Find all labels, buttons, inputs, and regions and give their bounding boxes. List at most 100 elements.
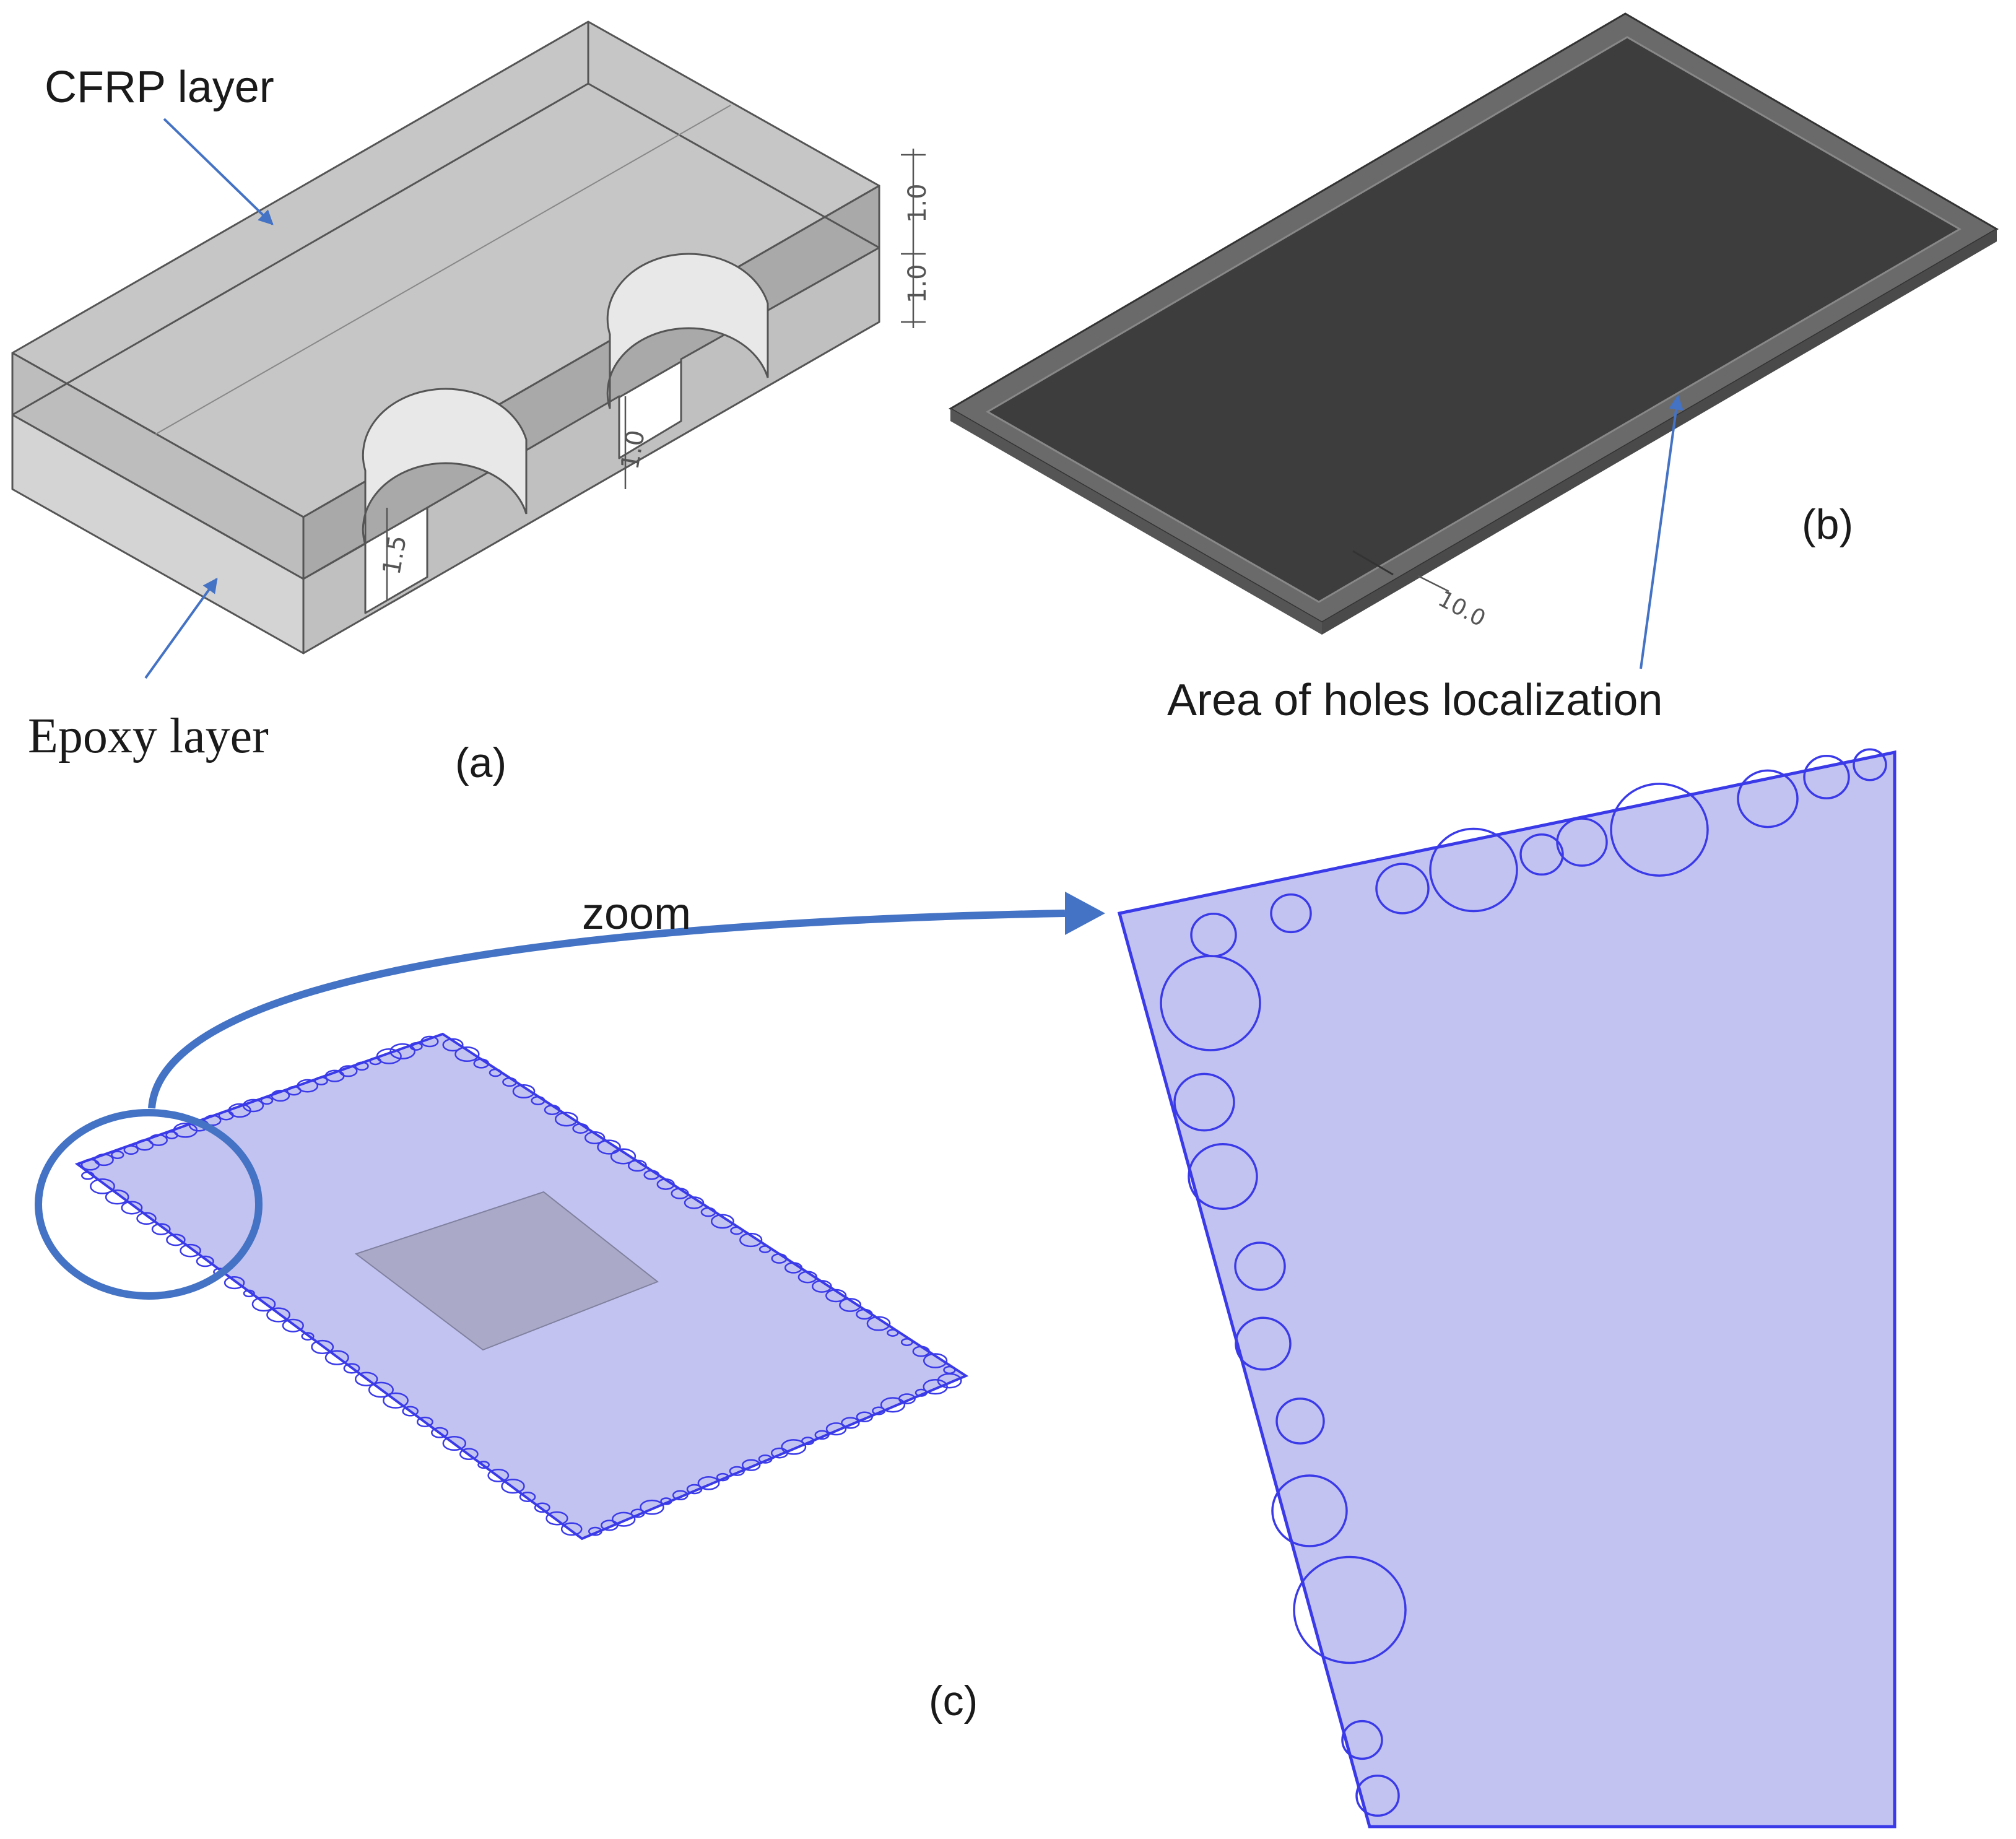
interface-back-line [12, 82, 589, 416]
small-edge-hole [180, 1243, 201, 1258]
small-edge-hole [149, 1134, 168, 1146]
zoomed-edge-hole [1235, 1316, 1292, 1371]
small-edge-hole [825, 1422, 847, 1436]
plate-dim-line [1352, 550, 1394, 576]
small-edge-hole [314, 1076, 328, 1085]
small-edge-hole [383, 1392, 409, 1409]
small-edge-hole [416, 1416, 433, 1427]
small-edge-hole [354, 1372, 378, 1386]
small-edge-hole [531, 1096, 545, 1105]
small-edge-hole [93, 1154, 114, 1167]
area-holes-label: Area of holes localization [1167, 676, 1662, 725]
small-edge-hole [260, 1096, 274, 1105]
panel-c-zoomed-region [1117, 748, 1897, 1828]
zoomed-edge-hole [1275, 1398, 1325, 1445]
panel-c-label: (c) [929, 1677, 978, 1724]
small-specimen-edge-holes [80, 1035, 962, 1536]
small-edge-hole [454, 1046, 480, 1063]
small-edge-hole [554, 1111, 578, 1127]
panel-a-dimensions [386, 149, 926, 601]
small-edge-hole [473, 1058, 490, 1069]
small-edge-hole [770, 1447, 788, 1459]
small-edge-hole [912, 1346, 930, 1357]
zoomed-edge-hole [1270, 893, 1312, 934]
zoomed-edge-hole [1519, 833, 1564, 876]
zoomed-edge-hole [1610, 783, 1709, 877]
dim-hole-text: 1.0 [616, 428, 651, 472]
zoomed-edge-hole [1173, 1072, 1235, 1132]
small-edge-hole [923, 1353, 948, 1368]
small-edge-hole [686, 1484, 703, 1495]
small-edge-hole [81, 1171, 95, 1180]
small-edge-hole [519, 1492, 536, 1502]
hole-1 [362, 388, 528, 546]
panel-b-label: (b) [1802, 501, 1853, 548]
dim-mid-text: 1.0 [903, 264, 932, 303]
small-edge-hole [442, 1435, 467, 1451]
cfrp-arrow [163, 118, 274, 225]
area-arrow [1640, 394, 1684, 669]
small-edge-hole [841, 1417, 860, 1429]
small-edge-hole [597, 1139, 621, 1155]
small-edge-hole [343, 1363, 360, 1374]
small-edge-hole [544, 1105, 561, 1115]
small-edge-hole [487, 1468, 510, 1482]
zoomed-edge-holes [1160, 748, 1887, 1817]
zoomed-edge-hole [1556, 817, 1608, 867]
small-edge-hole [684, 1196, 705, 1209]
zoomed-edge-hole [1429, 827, 1518, 913]
small-edge-hole [477, 1461, 490, 1469]
dim-top-text: 1.0 [903, 183, 932, 223]
small-edge-hole [611, 1511, 636, 1527]
panel-b-plate [949, 12, 1999, 635]
small-edge-hole [643, 1170, 660, 1180]
small-edge-hole [90, 1178, 115, 1194]
small-edge-hole [376, 1048, 402, 1064]
zoom-label: zoom [582, 889, 691, 939]
small-edge-hole [271, 1089, 290, 1102]
small-edge-hole [282, 1318, 304, 1333]
zoomed-edge-hole [1234, 1241, 1286, 1291]
small-edge-hole [758, 1454, 773, 1464]
small-edge-hole [758, 1245, 771, 1253]
epoxy-right-face [302, 246, 880, 654]
small-edge-hole [937, 1373, 962, 1389]
zoomed-edge-hole [1803, 755, 1850, 799]
small-edge-hole [166, 1233, 186, 1246]
small-edge-hole [710, 1214, 734, 1229]
small-edge-hole [784, 1262, 803, 1274]
zoomed-edge-hole [1188, 1143, 1258, 1210]
small-edge-hole [880, 1397, 906, 1413]
small-edge-hole [814, 1430, 830, 1440]
zoom-arrow-head [1065, 892, 1105, 935]
small-edge-hole [459, 1448, 479, 1461]
small-edge-hole [502, 1077, 518, 1087]
epoxy-layer-label: Epoxy layer [28, 709, 269, 763]
small-edge-hole [672, 1490, 689, 1501]
small-edge-hole [671, 1188, 689, 1199]
zoom-circle [35, 1109, 263, 1300]
dim-depth-text: 1.5 [378, 533, 412, 577]
plate-dim-text: 10.0 [1434, 586, 1490, 632]
plate-inner-area [986, 36, 1962, 603]
small-edge-hole [856, 1411, 873, 1423]
interface-side-line [588, 82, 880, 249]
small-edge-hole [856, 1308, 873, 1320]
small-edge-hole [630, 1508, 645, 1518]
small-edge-hole [601, 1519, 619, 1531]
small-edge-hole [610, 1148, 637, 1165]
small-edge-hole [402, 1406, 419, 1417]
zoomed-edge-hole [1160, 955, 1261, 1051]
small-edge-hole [900, 1338, 913, 1346]
small-edge-hole [105, 1189, 129, 1205]
small-edge-hole [297, 1079, 319, 1093]
small-edge-hole [545, 1511, 568, 1526]
small-edge-hole [866, 1316, 891, 1331]
inner-line [154, 105, 731, 435]
zoomed-edge-hole [1271, 1474, 1348, 1547]
small-edge-hole [111, 1150, 124, 1159]
small-edge-hole [123, 1145, 139, 1155]
small-edge-hole [501, 1479, 525, 1494]
